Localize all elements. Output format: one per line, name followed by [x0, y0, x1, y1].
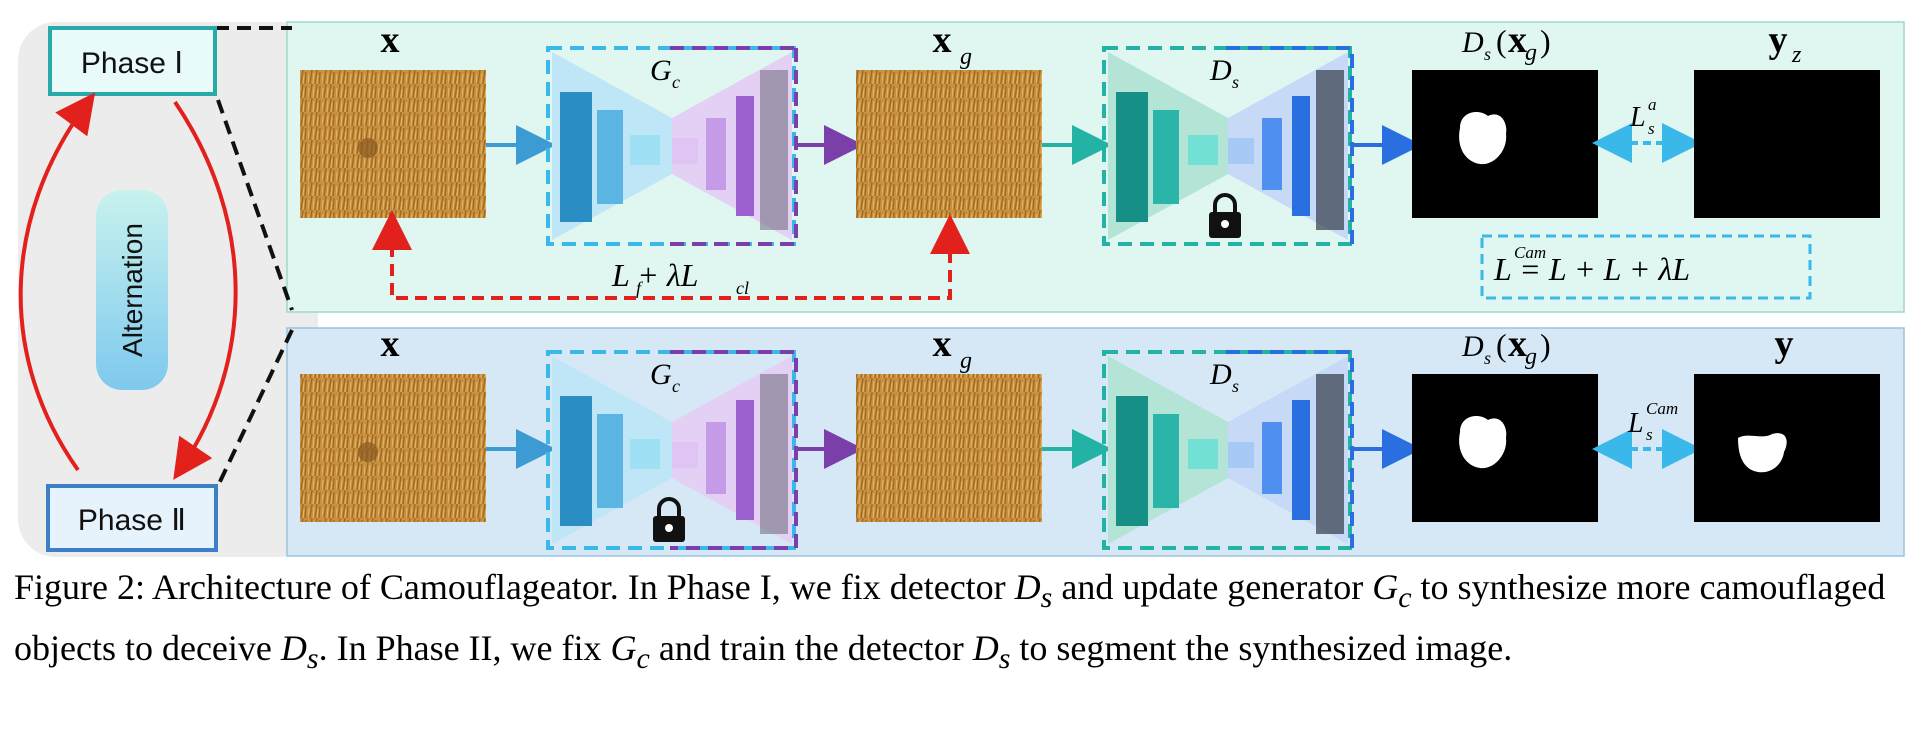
phase1-label: Phase Ⅰ — [81, 47, 183, 80]
row1-detector: D s — [1102, 46, 1354, 246]
row2-xg-sub: g — [960, 348, 972, 374]
row2-detector: D s — [1102, 350, 1354, 550]
row1-dsxg-sub: s — [1484, 44, 1491, 64]
caption-ds1: D — [1014, 567, 1041, 607]
row1-x-label: x — [381, 19, 400, 61]
row1: x G c x g — [300, 19, 1880, 300]
alternation-arrow-icon — [18, 92, 96, 472]
row2-loss-sub: s — [1646, 425, 1653, 444]
row1-ds-sub: s — [1232, 72, 1239, 92]
row2-loss-label: L — [1627, 408, 1644, 439]
row1-loss-sub: s — [1648, 119, 1655, 138]
phase2-row — [286, 327, 1905, 557]
row1-dsxg-arg-sub: g — [1525, 40, 1537, 66]
row2: x G c x g — [300, 323, 1880, 550]
caption-ds2: D — [280, 628, 307, 669]
caption-gc1: G — [1372, 567, 1399, 607]
row1-xg-sub: g — [960, 44, 972, 70]
alternation-label: Alternation — [117, 223, 148, 357]
row1-total-loss: L = L + L + λL — [1493, 251, 1690, 287]
caption-part4: . In Phase II, we fix — [318, 628, 611, 669]
lock-icon — [653, 497, 685, 542]
row2-ds-label: D — [1209, 358, 1232, 391]
caption-gc2: G — [610, 628, 637, 669]
row1-total-loss-sup: Cam — [1514, 243, 1546, 262]
row1-feedback-loss: L + λL — [611, 257, 698, 293]
row1-dsxg-paren-open: ( — [1496, 23, 1507, 59]
caption-gc2-sub: c — [636, 642, 650, 676]
row1-loss-sup: a — [1648, 95, 1657, 114]
lock-icon — [1209, 193, 1241, 238]
row2-generator: G c — [546, 350, 798, 550]
figure-caption: Figure 2: Architecture of Camouflageator… — [14, 562, 1904, 684]
row1-dsxg-arg: x — [1508, 19, 1527, 61]
row2-dsxg-arg: x — [1508, 323, 1527, 365]
row2-dsxg-label: D — [1461, 330, 1484, 363]
row2-x-image — [300, 374, 486, 522]
row2-y-label: y — [1775, 323, 1794, 365]
phase2-box: Phase Ⅱ — [46, 484, 218, 552]
row2-dsxg-sub: s — [1484, 348, 1491, 368]
row1-feedback-loss-sub1: f — [636, 278, 644, 298]
row2-gc-label: G — [650, 358, 672, 391]
phase2-label: Phase Ⅱ — [78, 504, 186, 537]
row1-feedback-loss-sub2: cl — [736, 278, 749, 298]
row2-loss-sup: Cam — [1646, 399, 1678, 418]
row1-x-image — [300, 70, 486, 218]
caption-ds3: D — [972, 628, 999, 669]
caption-ds2-sub: s — [306, 642, 319, 676]
row1-gc-sub: c — [672, 72, 680, 92]
caption-ds3-sub: s — [998, 642, 1011, 676]
architecture-diagram: Phase Ⅰ Phase Ⅱ Alternation x — [18, 19, 1905, 557]
row1-dsxg-paren-close: ) — [1540, 23, 1551, 59]
row1-dsxg-label: D — [1461, 26, 1484, 59]
caption-part1: Figure 2: Architecture of Camouflageator… — [14, 567, 1015, 607]
caption-part2: and update generator — [1052, 567, 1373, 607]
row1-loss-label: L — [1629, 102, 1646, 133]
phase1-box: Phase Ⅰ — [48, 26, 217, 96]
caption-part6: to segment the synthesized image. — [1010, 628, 1513, 669]
row2-gc-sub: c — [672, 376, 680, 396]
row2-x-label: x — [381, 323, 400, 365]
row1-gc-label: G — [650, 54, 672, 87]
row1-total-loss-box — [1480, 234, 1812, 300]
row1-y-label: y — [1769, 19, 1788, 61]
row1-y-sub: z — [1791, 42, 1802, 68]
row2-y-mask — [1694, 374, 1880, 522]
caption-part3: to synthesize more camouflaged objects t… — [14, 567, 1886, 669]
row1-yz-mask — [1694, 70, 1880, 218]
row1-xg-image — [856, 70, 1042, 218]
row1-xg-label: x — [933, 19, 952, 61]
alternation-pill — [96, 190, 168, 390]
caption-gc1-sub: c — [1398, 581, 1412, 615]
row2-xg-label: x — [933, 323, 952, 365]
row2-xg-image — [856, 374, 1042, 522]
row1-ds-label: D — [1209, 54, 1232, 87]
row1-feedback-arrow — [390, 214, 970, 300]
row2-dsxg-paren-open: ( — [1496, 327, 1507, 363]
caption-ds1-sub: s — [1040, 581, 1053, 615]
row1-generator: G c — [546, 46, 798, 246]
row2-dsxg-paren-close: ) — [1540, 327, 1551, 363]
row2-dsxg-arg-sub: g — [1525, 344, 1537, 370]
row2-ds-sub: s — [1232, 376, 1239, 396]
caption-part5: and train the detector — [649, 628, 973, 669]
alternation-arrow-icon — [173, 100, 238, 480]
